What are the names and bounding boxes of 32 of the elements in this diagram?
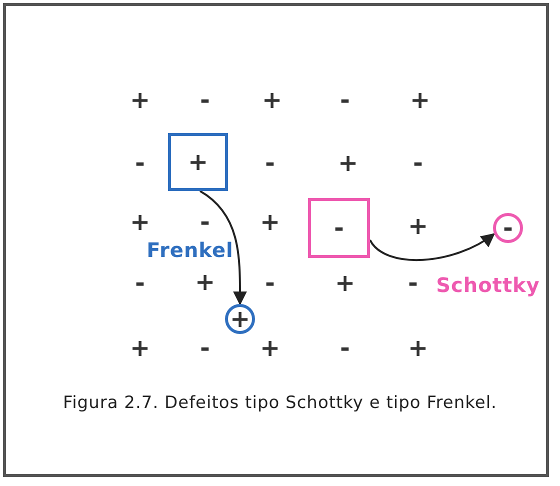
ion-charge: + xyxy=(260,336,280,360)
ion-charge: + xyxy=(260,210,280,234)
ion-charge: + xyxy=(408,336,428,360)
vacancy-square: + xyxy=(168,133,228,191)
ion-charge: - xyxy=(340,88,350,112)
ion-charge: - xyxy=(200,88,210,112)
ion-charge: - xyxy=(413,151,423,175)
ion-charge: - xyxy=(200,336,210,360)
ion-charge: - xyxy=(135,271,145,295)
figure-caption: Figura 2.7. Defeitos tipo Schottky e tipo Frenkel. xyxy=(62,392,498,414)
ion-charge: + xyxy=(338,151,358,175)
ion-charge: - xyxy=(340,336,350,360)
defect-label: Schottky xyxy=(436,275,540,295)
ion-charge: + xyxy=(194,270,216,294)
vacancy-square: - xyxy=(308,198,370,258)
ion-charge: - xyxy=(265,271,275,295)
ion-charge: + xyxy=(262,88,282,112)
ion-charge: + xyxy=(130,88,150,112)
ion-charge: - xyxy=(408,271,418,295)
ion-circle: - xyxy=(493,213,523,243)
ion-charge: + xyxy=(130,210,150,234)
ion-charge: + xyxy=(130,336,150,360)
defect-label: Frenkel xyxy=(146,240,234,260)
ion-circle: + xyxy=(225,304,255,334)
ion-charge: + xyxy=(334,271,356,295)
arrow xyxy=(199,190,248,306)
ion-charge: - xyxy=(200,210,210,234)
ion-charge: - xyxy=(265,151,275,175)
ion-charge: + xyxy=(410,88,430,112)
ion-charge: - xyxy=(135,151,145,175)
ion-charge: + xyxy=(408,214,428,238)
arrow xyxy=(369,233,496,261)
